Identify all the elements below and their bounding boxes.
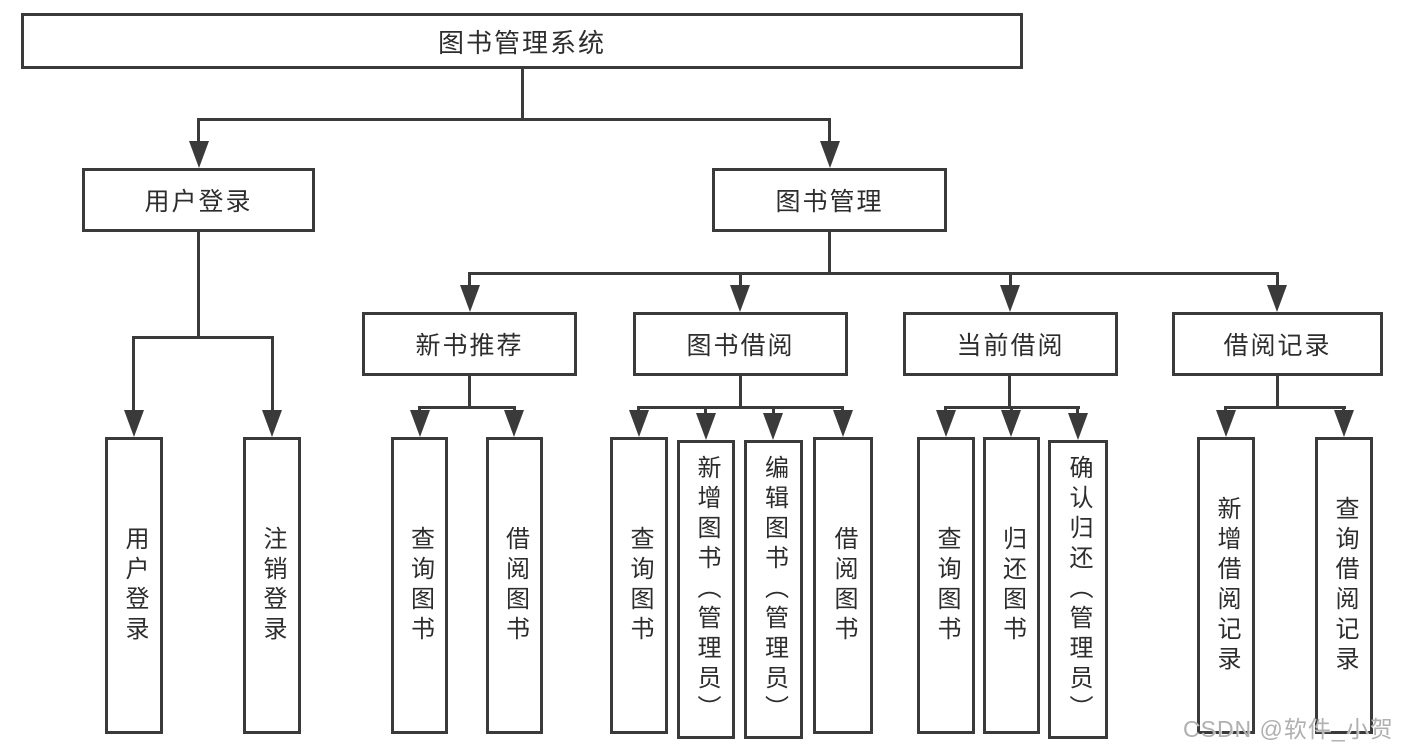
arrowhead-icon [124, 410, 144, 437]
node-root-label: 图书管理系统 [437, 27, 606, 58]
connector-line [739, 272, 742, 290]
arrowhead-icon [696, 413, 716, 440]
connector-line [468, 272, 1279, 275]
leaf-bb-edit-books-admin: 编辑图书（管理员） [744, 440, 803, 739]
arrowhead-icon [629, 410, 649, 437]
node-current: 当前借阅 [903, 312, 1118, 376]
connector-line [1276, 272, 1279, 290]
connector-line [468, 272, 471, 290]
arrowhead-icon [730, 285, 750, 312]
arrowhead-icon [1216, 410, 1236, 437]
node-records: 借阅记录 [1172, 312, 1383, 376]
leaf-cb-query-books: 查询图书 [917, 437, 975, 734]
arrowhead-icon [410, 410, 430, 437]
connector-line [828, 232, 831, 274]
arrowhead-icon [189, 141, 209, 168]
arrowhead-icon [763, 413, 783, 440]
connector-line [704, 406, 707, 418]
node-new-rec-label: 新书推荐 [415, 332, 524, 360]
arrowhead-icon [833, 410, 853, 437]
leaf-user-login: 用户登录 [105, 437, 163, 734]
node-current-label: 当前借阅 [956, 332, 1065, 360]
node-user-login-label: 用户登录 [144, 188, 253, 216]
csdn-watermark: CSDN @软件_小贺同学 [1183, 716, 1394, 742]
arrowhead-icon [1000, 285, 1020, 312]
connector-line [772, 406, 775, 418]
node-borrow: 图书借阅 [633, 312, 848, 376]
leaf-cb-confirm-return-admin-label: 确认归还（管理员） [1065, 454, 1092, 725]
leaf-cb-query-books-label: 查询图书 [933, 525, 960, 646]
connector-line [1276, 375, 1279, 408]
leaf-rec-query-books: 查询图书 [391, 437, 448, 734]
connector-line [1224, 406, 1346, 409]
node-book-mgmt-label: 图书管理 [775, 188, 884, 216]
connector-line [1009, 272, 1012, 290]
leaf-rec-borrow-books-label: 借阅图书 [501, 525, 529, 646]
arrowhead-icon [1267, 285, 1287, 312]
leaf-cb-return-books-label: 归还图书 [998, 525, 1026, 646]
connector-line [828, 118, 831, 146]
arrowhead-icon [262, 410, 282, 437]
leaf-br-query-record: 查询借阅记录 [1315, 437, 1373, 734]
connector-line [1076, 406, 1079, 418]
leaf-user-login-label: 用户登录 [121, 525, 148, 646]
connector-line [271, 336, 274, 414]
connector-line [468, 375, 471, 408]
leaf-br-query-record-label: 查询借阅记录 [1331, 495, 1358, 676]
leaf-bb-add-books-admin-label: 新增图书（管理员） [693, 454, 720, 725]
leaf-br-add-record-label: 新增借阅记录 [1213, 495, 1240, 676]
leaf-bb-borrow-books: 借阅图书 [813, 437, 873, 734]
connector-line [197, 232, 200, 338]
connector-line [637, 406, 844, 409]
leaf-logout: 注销登录 [243, 437, 301, 734]
leaf-bb-query-books: 查询图书 [610, 437, 668, 734]
node-book-mgmt: 图书管理 [712, 168, 947, 232]
arrowhead-icon [504, 410, 524, 437]
connector-line [418, 406, 516, 409]
connector-line [197, 118, 831, 121]
arrowhead-icon [460, 285, 480, 312]
connector-line [132, 336, 135, 414]
arrowhead-icon [1334, 410, 1354, 437]
leaf-br-add-record: 新增借阅记录 [1197, 437, 1255, 734]
node-user-login: 用户登录 [82, 168, 315, 232]
node-borrow-label: 图书借阅 [686, 332, 795, 360]
node-root: 图书管理系统 [21, 13, 1023, 69]
connector-line [197, 118, 200, 146]
arrowhead-icon [820, 141, 840, 168]
arrowhead-icon [936, 410, 956, 437]
leaf-bb-edit-books-admin-label: 编辑图书（管理员） [760, 454, 788, 725]
leaf-rec-borrow-books: 借阅图书 [486, 437, 543, 734]
arrowhead-icon [1068, 413, 1088, 440]
connector-line [739, 375, 742, 408]
leaf-bb-borrow-books-label: 借阅图书 [830, 525, 857, 646]
leaf-rec-query-books-label: 查询图书 [406, 525, 434, 646]
connector-line [132, 336, 274, 339]
connector-line [1008, 375, 1011, 408]
leaf-bb-query-books-label: 查询图书 [626, 525, 653, 646]
leaf-bb-add-books-admin: 新增图书（管理员） [677, 440, 735, 739]
node-records-label: 借阅记录 [1223, 332, 1332, 360]
leaf-cb-confirm-return-admin: 确认归还（管理员） [1048, 440, 1108, 739]
connector-line [521, 68, 524, 120]
arrowhead-icon [1001, 410, 1021, 437]
leaf-cb-return-books: 归还图书 [983, 437, 1040, 734]
leaf-logout-label: 注销登录 [259, 525, 286, 646]
node-new-rec: 新书推荐 [362, 312, 577, 376]
